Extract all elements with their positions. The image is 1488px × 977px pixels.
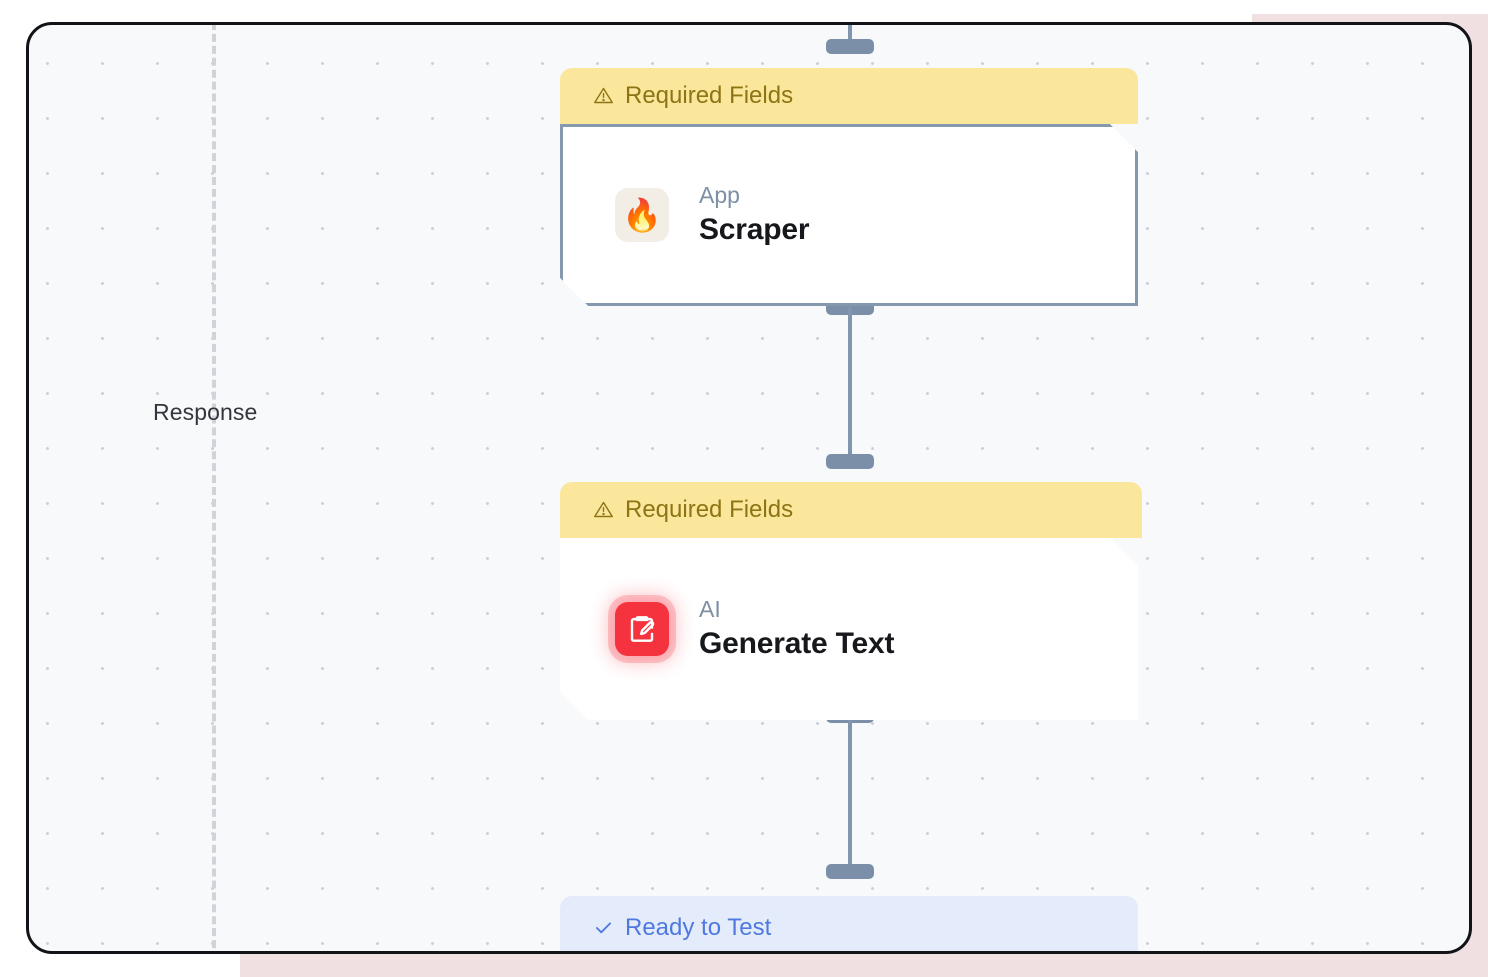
status-badge-label: Ready to Test: [625, 914, 772, 941]
warning-triangle-icon: [593, 85, 614, 106]
node-title-label: Scraper: [699, 212, 810, 246]
workflow-node-generate-text[interactable]: Required Fields AI Generate Text: [560, 482, 1142, 720]
node-title-label: Generate Text: [699, 626, 895, 660]
workflow-node-scraper[interactable]: Required Fields 🔥 App Scraper: [560, 68, 1138, 306]
node-text-block: App Scraper: [699, 183, 809, 248]
workflow-canvas[interactable]: Response Required Fields 🔥: [26, 22, 1472, 954]
workflow-node-ready-to-test[interactable]: Ready to Test: [560, 896, 1138, 951]
edge-scraper-to-generate-text: [848, 307, 852, 463]
node-card-body[interactable]: 🔥 App Scraper: [560, 124, 1138, 306]
lane-label-response: Response: [153, 399, 258, 425]
status-badge-label: Required Fields: [625, 496, 794, 523]
connector-handle-ready-in[interactable]: [826, 864, 874, 879]
lane-divider: [212, 25, 216, 951]
check-icon: [593, 917, 614, 938]
edge-top-inbound: [848, 25, 852, 46]
connector-handle-generate-text-in[interactable]: [826, 454, 874, 469]
clipboard-pencil-icon: [615, 602, 669, 656]
status-badge-required-fields[interactable]: Required Fields: [560, 68, 1138, 124]
node-kind-label: AI: [699, 595, 721, 622]
frame-accent-top-mask: [1190, 0, 1488, 14]
status-badge-ready-to-test[interactable]: Ready to Test: [560, 896, 1138, 951]
edge-generate-text-to-ready: [848, 715, 852, 873]
status-badge-required-fields[interactable]: Required Fields: [560, 482, 1142, 538]
connector-handle-scraper-in[interactable]: [826, 39, 874, 54]
status-badge-label: Required Fields: [625, 82, 794, 109]
node-card-body[interactable]: AI Generate Text: [560, 538, 1138, 720]
node-text-block: AI Generate Text: [699, 597, 894, 662]
warning-triangle-icon: [593, 499, 614, 520]
node-kind-label: App: [699, 181, 740, 208]
fire-icon: 🔥: [615, 188, 669, 242]
